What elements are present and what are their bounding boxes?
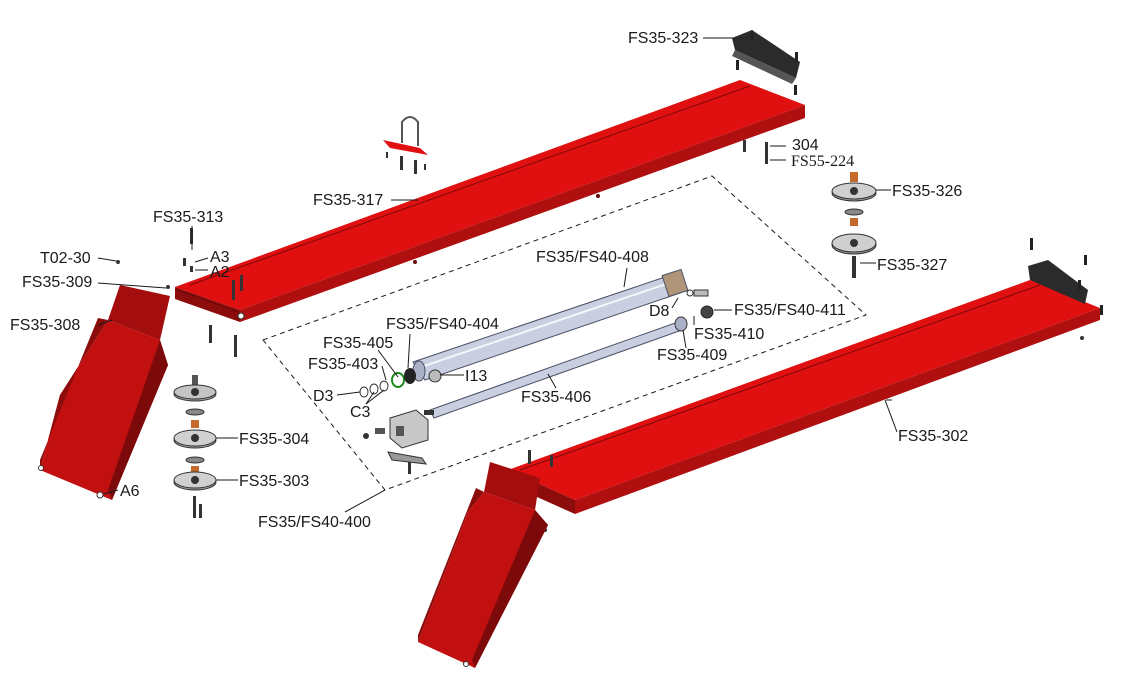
label-a2: A2 [210,264,230,281]
label-c3: C3 [350,404,371,421]
part-labels: FS35-323 304 FS55-224 FS35-317 FS35-326 … [10,30,968,531]
label-pulley-326: FS35-326 [892,183,962,200]
label-409: FS35-409 [657,347,727,364]
label-411: FS35/FS40-411 [734,302,846,319]
label-403: FS35-403 [308,356,378,373]
hydraulic-cylinder [412,268,709,382]
assembly-boundary [262,175,867,491]
right-ramp [418,462,548,668]
valve-block [363,409,429,474]
label-309: FS35-309 [22,274,92,291]
label-fs55-224: FS55-224 [791,153,854,170]
left-platform [175,80,805,322]
u-bolt-clamp [383,116,428,174]
label-pulley-304: FS35-304 [239,431,309,448]
seal-kit [359,305,714,398]
label-pulley-327: FS35-327 [877,257,947,274]
label-d3: D3 [313,388,334,405]
left-ramp [38,285,170,500]
label-i13: I13 [465,368,487,385]
label-404: FS35/FS40-404 [386,316,499,333]
ramp-bracket-top [732,30,800,95]
label-ramp-308: FS35-308 [10,317,80,334]
right-pulley-stack [831,172,877,278]
left-pulley-stack [173,375,217,518]
label-ramp-top: FS35-323 [628,30,698,47]
label-405: FS35-405 [323,335,393,352]
label-platform-left: FS35-317 [313,192,383,209]
leader-lines [97,37,898,513]
label-d8: D8 [649,303,670,320]
label-a6: A6 [120,483,140,500]
label-pulley-303: FS35-303 [239,473,309,490]
piston-rod [424,316,688,419]
label-410: FS35-410 [694,326,764,343]
label-t02-30: T02-30 [40,250,91,267]
label-a3: A3 [210,249,230,266]
label-313: FS35-313 [153,209,223,226]
label-406: FS35-406 [521,389,591,406]
label-assembly-400: FS35/FS40-400 [258,514,371,531]
label-cyl-408: FS35/FS40-408 [536,249,649,266]
label-304: 304 [792,137,819,154]
ramp-bracket-right [1028,238,1103,315]
label-platform-right: FS35-302 [898,428,968,445]
